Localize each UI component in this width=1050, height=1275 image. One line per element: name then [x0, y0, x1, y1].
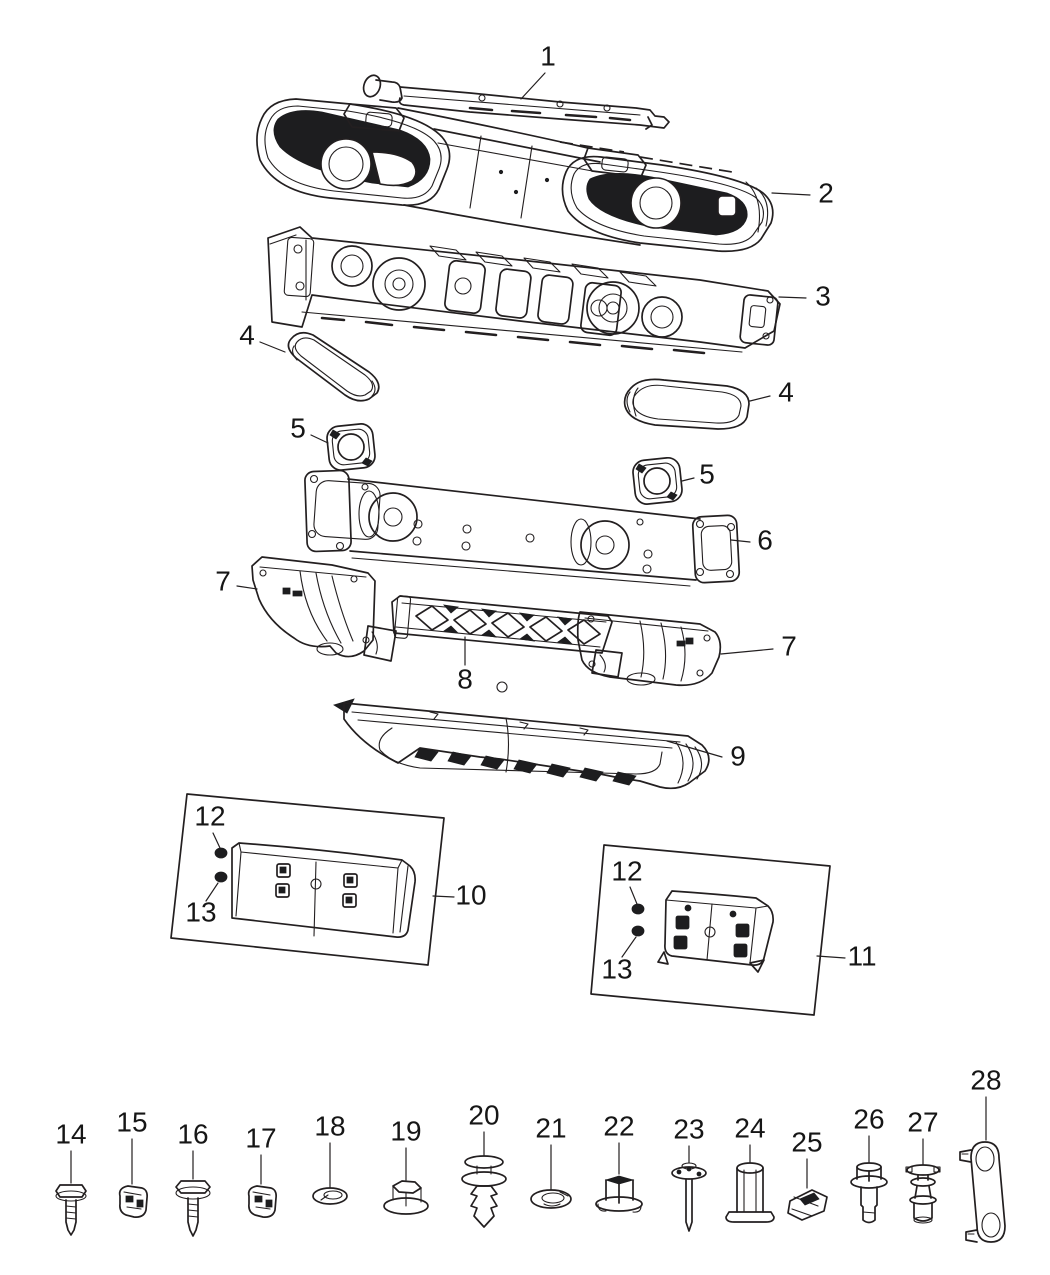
callout-25: 25 — [791, 1126, 822, 1157]
callout-4-right: 4 — [778, 376, 794, 407]
bumper-cover-drawing — [256, 98, 774, 253]
callout-20: 20 — [468, 1099, 499, 1130]
callout-1-leader — [520, 72, 546, 100]
fastener-28-link — [959, 1141, 1006, 1243]
callout-9-leader — [666, 740, 723, 758]
callout-7-left-leader — [236, 585, 258, 590]
license-bracket-box-left-drawing — [170, 793, 445, 966]
license-bracket-box-right-drawing — [590, 844, 831, 1016]
callout-23: 23 — [673, 1113, 704, 1144]
callout-12-left-leader — [212, 832, 221, 849]
small-bezel-right-drawing — [632, 456, 683, 505]
callout-10: 10 — [455, 879, 486, 910]
bumper-beam-drawing — [304, 469, 741, 587]
fastener-23-push-pin — [671, 1162, 707, 1232]
callout-4-right-leader — [749, 395, 771, 402]
callout-11-leader — [816, 955, 846, 959]
callout-7-left: 7 — [215, 565, 231, 596]
callout-2: 2 — [818, 177, 834, 208]
callout-13-left: 13 — [185, 896, 216, 927]
callout-13-left-leader — [205, 882, 219, 902]
callout-5-left-leader — [310, 434, 329, 444]
applique-strip-drawing — [362, 74, 670, 130]
callout-13-right-leader — [621, 936, 637, 958]
callout-2-leader — [771, 192, 811, 196]
callout-28: 28 — [970, 1064, 1001, 1095]
callout-14: 14 — [55, 1118, 86, 1149]
fastener-19-flange-nut — [383, 1180, 429, 1215]
callout-3-leader — [778, 296, 807, 299]
callout-6-leader — [730, 539, 751, 543]
callout-7-right-leader — [720, 648, 774, 655]
callout-26: 26 — [853, 1103, 884, 1134]
callout-6: 6 — [757, 524, 773, 555]
callout-1: 1 — [540, 40, 556, 71]
fastener-24-spacer — [725, 1162, 775, 1223]
fastener-21-snap-washer — [530, 1189, 572, 1209]
end-bracket-right-drawing — [576, 611, 722, 687]
callout-12-right-leader — [629, 886, 638, 905]
small-bezel-left-drawing — [326, 423, 376, 471]
callout-5-right: 5 — [699, 458, 715, 489]
fastener-17-clip-nut — [247, 1185, 277, 1218]
callout-17: 17 — [245, 1122, 276, 1153]
lattice-brace-drawing — [363, 595, 623, 678]
callout-labels: 1 2 3 4 4 5 5 6 7 7 8 9 10 11 12 13 12 1… — [55, 40, 1001, 1157]
callout-5-right-leader — [681, 477, 695, 482]
fog-bezel-right-drawing — [623, 378, 750, 430]
callout-24: 24 — [734, 1112, 765, 1143]
callout-16: 16 — [177, 1118, 208, 1149]
callout-4-left: 4 — [239, 319, 255, 350]
fastener-14-bolt — [55, 1184, 87, 1236]
fog-bezel-left-drawing — [287, 331, 380, 402]
fastener-18-washer — [312, 1187, 348, 1205]
skid-plate-drawing — [333, 681, 710, 790]
fastener-25-j-clip — [787, 1189, 828, 1221]
callout-11: 11 — [847, 940, 876, 971]
callout-10-leader — [432, 895, 455, 898]
callout-22: 22 — [603, 1110, 634, 1141]
leader-lines — [70, 72, 987, 1191]
callout-13-right: 13 — [601, 953, 632, 984]
callout-7-right: 7 — [781, 630, 797, 661]
callout-21: 21 — [535, 1112, 566, 1143]
fastener-16-bolt — [175, 1180, 211, 1237]
callout-27: 27 — [907, 1106, 938, 1137]
fastener-27-stacked-rivet — [905, 1164, 941, 1224]
fastener-26-bolt-washer — [850, 1162, 888, 1224]
fastener-20-push-rivet — [461, 1155, 507, 1228]
callout-5-left: 5 — [290, 412, 306, 443]
callout-12-right: 12 — [611, 855, 642, 886]
callout-9: 9 — [730, 740, 746, 771]
callout-19: 19 — [390, 1115, 421, 1146]
callout-3: 3 — [815, 280, 831, 311]
callout-15: 15 — [116, 1106, 147, 1137]
callout-4-left-leader — [259, 341, 286, 353]
callout-8: 8 — [457, 663, 473, 694]
fastener-15-clip-nut — [118, 1185, 148, 1218]
end-bracket-left-drawing — [251, 556, 376, 658]
bumper-reinforcement-drawing — [267, 226, 781, 355]
callout-18: 18 — [314, 1110, 345, 1141]
fastener-22-flange-nut — [595, 1175, 643, 1213]
callout-12-left: 12 — [194, 800, 225, 831]
